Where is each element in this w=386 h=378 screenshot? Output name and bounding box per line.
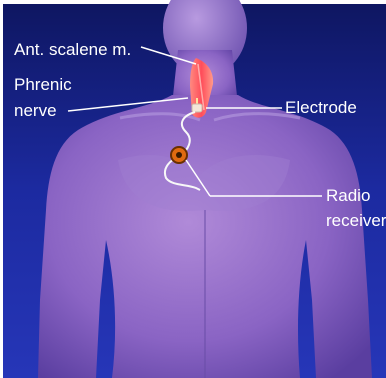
label-radio-line2: receiver bbox=[326, 211, 386, 231]
label-electrode: Electrode bbox=[285, 98, 357, 118]
electrode bbox=[192, 104, 202, 112]
label-phrenic-line2: nerve bbox=[14, 101, 57, 121]
label-scalene: Ant. scalene m. bbox=[14, 40, 131, 60]
label-radio-line1: Radio bbox=[326, 186, 370, 206]
label-phrenic-line1: Phrenic bbox=[14, 75, 72, 95]
